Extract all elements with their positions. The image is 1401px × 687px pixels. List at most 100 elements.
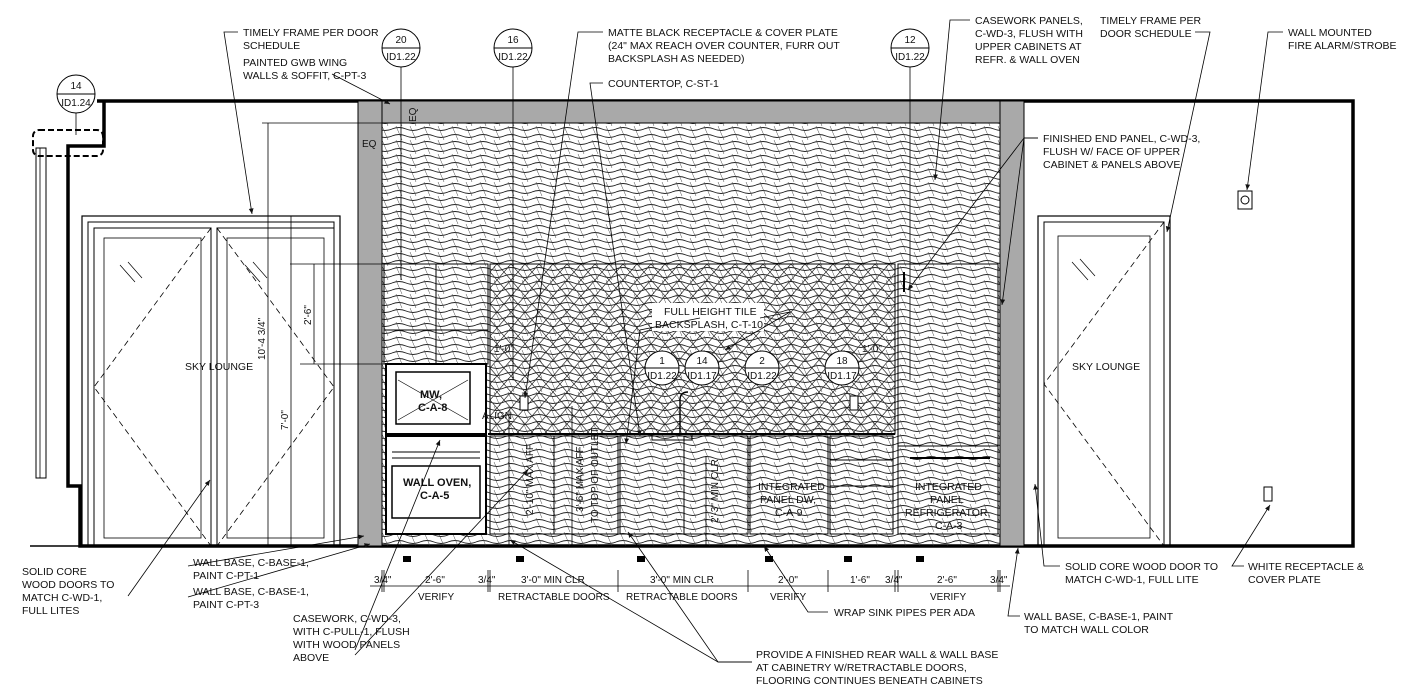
svg-text:PANEL: PANEL <box>930 494 964 506</box>
note-timely-frame-left: TIMELY FRAME PER DOOR SCHEDULE <box>243 27 379 52</box>
svg-text:3'-0" MIN CLR: 3'-0" MIN CLR <box>650 575 714 586</box>
left-double-door <box>81 215 341 547</box>
svg-text:3'-0" MIN CLR: 3'-0" MIN CLR <box>521 575 585 586</box>
svg-text:PAINT C-PT-1: PAINT C-PT-1 <box>193 570 259 582</box>
svg-text:DOOR SCHEDULE: DOOR SCHEDULE <box>1100 28 1192 40</box>
svg-text:MATCH C-WD-1,: MATCH C-WD-1, <box>22 592 102 604</box>
svg-text:INTEGRATED: INTEGRATED <box>915 481 982 493</box>
detail-tag-1[interactable]: 1 ID1.22 <box>644 350 680 386</box>
note-timely-frame-right: TIMELY FRAME PER DOOR SCHEDULE <box>1100 15 1202 40</box>
svg-text:WITH C-PULL-1, FLUSH: WITH C-PULL-1, FLUSH <box>293 626 410 638</box>
svg-text:BACKSPLASH AS NEEDED): BACKSPLASH AS NEEDED) <box>608 53 745 65</box>
svg-text:1'-6": 1'-6" <box>850 575 870 586</box>
floor-markers <box>403 556 924 562</box>
wall-oven-label: WALL OVEN, C-A-5 <box>403 477 471 502</box>
note-finished-end: FINISHED END PANEL, C-WD-3, FLUSH W/ FAC… <box>1043 133 1200 171</box>
dim-max-aff-1: 2'-10" MAX AFF <box>525 444 536 515</box>
svg-text:C-A-8: C-A-8 <box>418 402 447 414</box>
svg-text:WALLS & SOFFIT, C-PT-3: WALLS & SOFFIT, C-PT-3 <box>243 70 366 82</box>
svg-text:TO MATCH WALL COLOR: TO MATCH WALL COLOR <box>1024 624 1149 636</box>
eq-side-label: EQ <box>362 139 377 150</box>
dim-upper-height: 2'-6" <box>303 305 314 325</box>
detail-tag-2[interactable]: 2 ID1.22 <box>744 350 780 386</box>
svg-text:ID1.22: ID1.22 <box>498 52 528 63</box>
note-rear-wall: PROVIDE A FINISHED REAR WALL & WALL BASE… <box>756 649 998 687</box>
note-countertop: COUNTERTOP, C-ST-1 <box>608 78 719 90</box>
svg-text:RETRACTABLE DOORS: RETRACTABLE DOORS <box>498 592 610 603</box>
align-label: ALIGN <box>482 411 512 422</box>
svg-text:3/4": 3/4" <box>990 575 1008 586</box>
detail-tag-14[interactable]: 14 ID1.24 <box>56 74 96 114</box>
dim-overall-height: 10'-4 3/4" <box>257 317 268 360</box>
svg-text:WOOD DOORS TO: WOOD DOORS TO <box>22 579 114 591</box>
svg-text:COVER PLATE: COVER PLATE <box>1248 574 1321 586</box>
svg-text:AT CABINETRY W/RETRACTABLE DOO: AT CABINETRY W/RETRACTABLE DOORS, <box>756 662 967 674</box>
svg-text:WALL BASE, C-BASE-1,: WALL BASE, C-BASE-1, <box>193 586 309 598</box>
right-door <box>1037 215 1171 547</box>
one-foot-left: 1'-0" <box>494 344 514 355</box>
svg-text:FULL LITES: FULL LITES <box>22 605 79 617</box>
svg-text:(24" MAX REACH OVER COUNTER, F: (24" MAX REACH OVER COUNTER, FURR OUT <box>608 40 840 52</box>
svg-text:18: 18 <box>836 356 848 367</box>
svg-text:BACKSPLASH, C-T-10: BACKSPLASH, C-T-10 <box>655 319 763 331</box>
svg-text:FLOORING CONTINUES BENEATH CAB: FLOORING CONTINUES BENEATH CABINETS <box>756 675 983 687</box>
svg-text:16: 16 <box>507 35 519 46</box>
svg-text:REFRIGERATOR,: REFRIGERATOR, <box>905 507 990 519</box>
svg-text:VERIFY: VERIFY <box>418 592 454 603</box>
svg-text:CABINET & PANELS ABOVE: CABINET & PANELS ABOVE <box>1043 159 1180 171</box>
svg-text:SOLID CORE WOOD DOOR TO: SOLID CORE WOOD DOOR TO <box>1065 561 1218 573</box>
svg-text:CASEWORK, C-WD-3,: CASEWORK, C-WD-3, <box>293 613 401 625</box>
svg-text:FULL HEIGHT TILE: FULL HEIGHT TILE <box>664 306 757 318</box>
note-leaders <box>127 19 1283 663</box>
svg-text:FINISHED END PANEL, C-WD-3,: FINISHED END PANEL, C-WD-3, <box>1043 133 1200 145</box>
note-backsplash: FULL HEIGHT TILE BACKSPLASH, C-T-10 <box>652 303 764 331</box>
detail-tag-12[interactable]: 12 ID1.22 <box>890 28 930 68</box>
detail-tag-18[interactable]: 18 ID1.17 <box>824 350 860 386</box>
refrigerator <box>897 263 999 535</box>
base-cabinets <box>488 391 895 535</box>
eq-top-label: EQ <box>408 107 419 122</box>
svg-text:14: 14 <box>70 81 82 92</box>
room-label-sky-lounge-right: SKY LOUNGE <box>1072 361 1140 373</box>
svg-text:2'-6": 2'-6" <box>425 575 445 586</box>
detail-tag-14b[interactable]: 14 ID1.17 <box>684 350 720 386</box>
detail-tag-20[interactable]: 20 ID1.22 <box>381 28 421 68</box>
svg-text:1: 1 <box>659 356 665 367</box>
detail-tag-16[interactable]: 16 ID1.22 <box>493 28 533 68</box>
svg-text:12: 12 <box>904 35 916 46</box>
svg-text:WHITE RECEPTACLE &: WHITE RECEPTACLE & <box>1248 561 1364 573</box>
note-wall-base-right: WALL BASE, C-BASE-1, PAINT TO MATCH WALL… <box>1024 611 1174 636</box>
note-casework-panels: CASEWORK PANELS, C-WD-3, FLUSH WITH UPPE… <box>975 15 1083 66</box>
horizontal-dim-string <box>370 570 1010 592</box>
wall-oven <box>385 435 487 535</box>
svg-text:FLUSH W/ FACE OF UPPER: FLUSH W/ FACE OF UPPER <box>1043 146 1181 158</box>
fire-alarm-strobe <box>1237 190 1253 210</box>
dim-door-height: 7'-0" <box>280 410 291 430</box>
mw-label: MW, C-A-8 <box>418 389 447 414</box>
svg-text:WALL MOUNTED: WALL MOUNTED <box>1288 27 1372 39</box>
svg-text:2'-0": 2'-0" <box>778 575 798 586</box>
note-solid-core-right: SOLID CORE WOOD DOOR TO MATCH C-WD-1, FU… <box>1065 561 1218 586</box>
vertical-dimensions <box>262 122 707 546</box>
svg-text:2: 2 <box>759 356 765 367</box>
svg-text:20: 20 <box>395 35 407 46</box>
note-fire-alarm: WALL MOUNTED FIRE ALARM/STROBE <box>1288 27 1397 52</box>
svg-text:ID1.22: ID1.22 <box>747 371 777 382</box>
svg-text:C-A-9: C-A-9 <box>775 507 803 519</box>
note-wall-base-2: WALL BASE, C-BASE-1, PAINT C-PT-3 <box>193 586 309 611</box>
note-casework: CASEWORK, C-WD-3, WITH C-PULL-1, FLUSH W… <box>293 613 410 664</box>
dim-min-clr: 2'-3" MIN CLR <box>710 459 721 523</box>
svg-text:2'-6": 2'-6" <box>937 575 957 586</box>
svg-text:14: 14 <box>696 356 708 367</box>
svg-text:WALL BASE, C-BASE-1, PAINT: WALL BASE, C-BASE-1, PAINT <box>1024 611 1174 623</box>
dishwasher-label: INTEGRATED PANEL DW, C-A-9 <box>758 481 825 519</box>
note-painted-gwb: PAINTED GWB WING WALLS & SOFFIT, C-PT-3 <box>243 57 366 82</box>
one-foot-right: 1'-0" <box>862 344 882 355</box>
note-wrap-pipes: WRAP SINK PIPES PER ADA <box>834 607 975 619</box>
svg-text:INTEGRATED: INTEGRATED <box>758 481 825 493</box>
svg-text:TIMELY FRAME PER DOOR: TIMELY FRAME PER DOOR <box>243 27 379 39</box>
svg-text:PROVIDE A FINISHED REAR WALL &: PROVIDE A FINISHED REAR WALL & WALL BASE <box>756 649 998 661</box>
svg-text:ID1.22: ID1.22 <box>895 52 925 63</box>
dim-labels: 3/4" 2'-6" 3/4" 3'-0" MIN CLR 3'-0" MIN … <box>374 575 1008 603</box>
